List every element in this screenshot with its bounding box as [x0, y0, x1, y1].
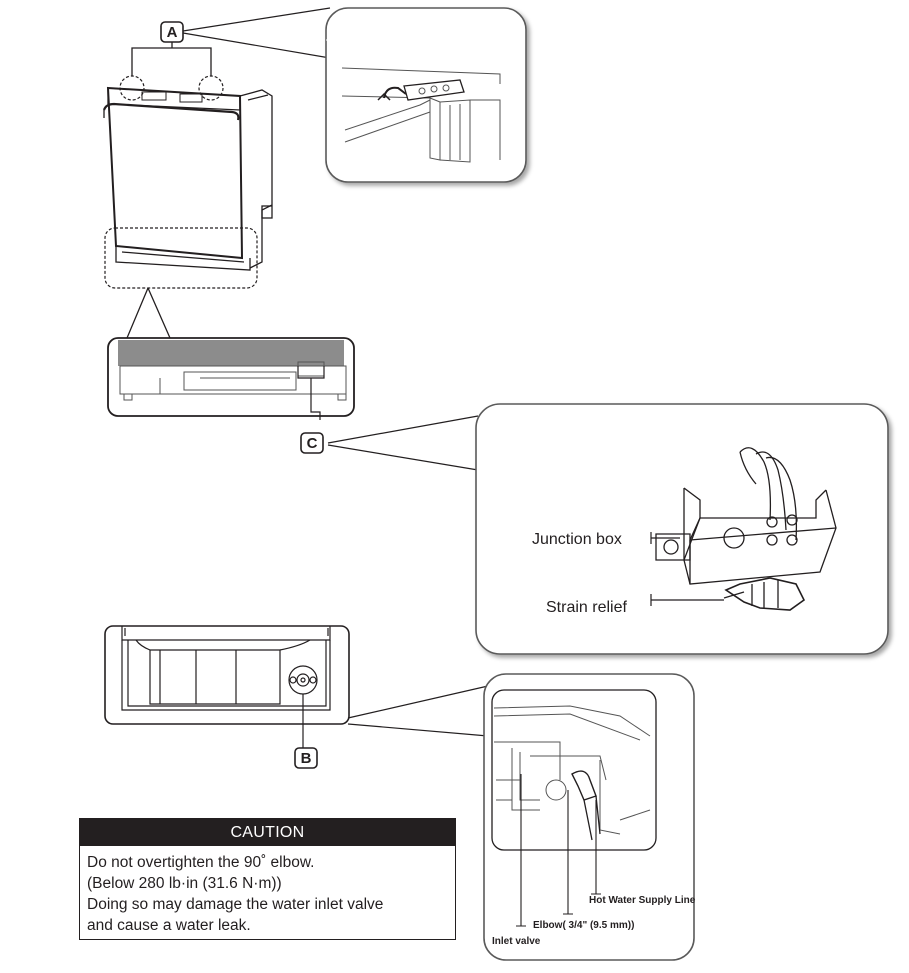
callout-c: C: [300, 415, 479, 471]
bracket-detail-bubble: [325, 7, 527, 183]
caution-line: Doing so may damage the water inlet valv…: [87, 896, 384, 913]
caution-title: CAUTION: [80, 819, 455, 846]
toe-kick-detail: [107, 337, 355, 420]
caution-text: Do not overtighten the 90˚ elbow. (Below…: [80, 846, 455, 936]
junction-box-detail-bubble: Junction box Strain relief: [475, 403, 889, 655]
strain-relief-label: Strain relief: [546, 599, 627, 616]
inlet-valve-detail-bubble: Hot Water Supply Line Elbow( 3/4" (9.5 m…: [483, 673, 696, 961]
callout-b-label: B: [301, 750, 312, 767]
callout-c-label: C: [307, 435, 318, 452]
junction-box-label: Junction box: [532, 531, 622, 548]
hot-water-supply-label: Hot Water Supply Line: [589, 895, 696, 906]
underside-view: [104, 625, 489, 748]
elbow-label: Elbow( 3/4" (9.5 mm)): [533, 920, 634, 931]
dishwasher-illustration: [102, 40, 273, 339]
inlet-valve-label: Inlet valve: [492, 936, 541, 947]
caution-line: (Below 280 lb·in (31.6 N·m)): [87, 875, 282, 892]
caution-line: and cause a water leak.: [87, 917, 251, 934]
callout-a-label: A: [167, 24, 178, 41]
callout-b: B: [294, 747, 318, 769]
caution-line: Do not overtighten the 90˚ elbow.: [87, 854, 315, 871]
caution-box: CAUTION Do not overtighten the 90˚ elbow…: [79, 818, 456, 940]
callout-a: A: [160, 7, 331, 59]
